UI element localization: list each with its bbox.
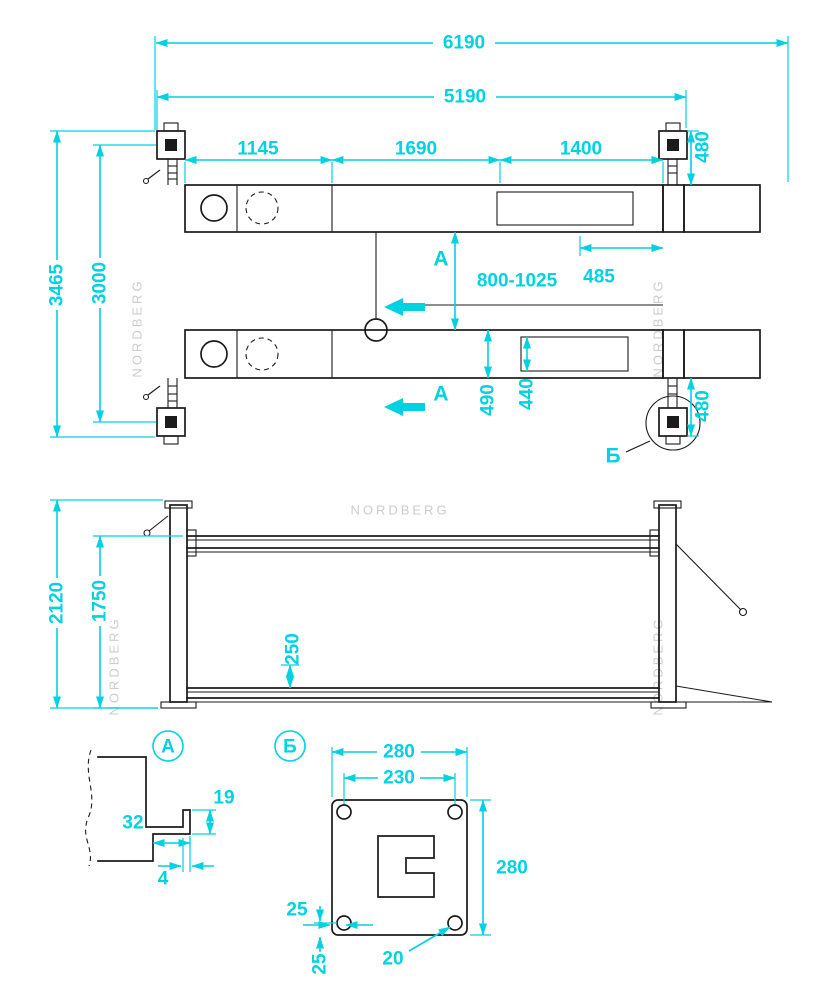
detail-a: А 19 32 4 — [85, 730, 235, 890]
dim-hole-offset-x: 25 — [286, 900, 308, 921]
dim-hook-height: 19 — [213, 788, 234, 809]
section-letter: А — [433, 248, 448, 271]
watermark-text: NORDBERG — [651, 616, 666, 715]
post-top-left — [142, 122, 186, 185]
section-arrow-icon — [384, 298, 425, 316]
dim-post-width: 3000 — [90, 262, 111, 304]
dim-runway-gap: 800-1025 — [477, 271, 558, 292]
dim-segment-1: 1145 — [237, 139, 279, 160]
dim-overall-width: 3465 — [47, 263, 68, 306]
post-bottom-right — [625, 378, 701, 453]
dim-hole-spacing: 230 — [383, 768, 415, 789]
dim-plate-thickness: 4 — [158, 869, 169, 890]
dim-plate-width: 280 — [383, 742, 415, 763]
dim-platform-height: 1750 — [90, 580, 111, 622]
detail-a-badge — [152, 730, 184, 762]
side-view-linework — [143, 500, 773, 709]
dim-slot-width: 440 — [517, 378, 538, 410]
dim-hole-offset-y: 25 — [310, 953, 331, 975]
top-view-dimensions: 6190 5190 1145 1690 1400 3465 3000 480 4… — [46, 33, 789, 468]
dim-extension-top: 480 — [693, 131, 714, 163]
dim-slot-offset: 485 — [583, 267, 615, 288]
dim-segment-2: 1690 — [395, 139, 437, 160]
detail-b: Б 280 230 280 25 25 20 — [274, 730, 528, 975]
watermark-text: NORDBERG — [130, 278, 145, 377]
section-arrow-icon — [384, 398, 425, 416]
dim-hole-size: 20 — [382, 949, 403, 970]
post-bottom-left — [142, 378, 186, 445]
dim-plate-height: 280 — [496, 858, 528, 879]
top-view-linework — [142, 122, 761, 453]
detail-callout-circle — [645, 395, 701, 451]
watermarks: NORDBERG NORDBERG NORDBERG NORDBERG NORD… — [107, 278, 666, 715]
watermark-text: NORDBERG — [350, 503, 449, 518]
dim-overall-length: 6190 — [443, 33, 485, 54]
watermark-text: NORDBERG — [651, 278, 666, 377]
detail-b-badge — [274, 730, 306, 762]
watermark-text: NORDBERG — [107, 616, 122, 715]
dim-extension-bottom: 480 — [693, 390, 714, 422]
detail-b-letter: Б — [283, 737, 297, 758]
section-letter: А — [433, 383, 448, 406]
dim-hook-width: 32 — [122, 813, 143, 834]
post-top-right — [658, 122, 688, 185]
detail-letter-callout: Б — [605, 445, 620, 468]
side-view-dimensions: 2120 1750 250 — [46, 499, 304, 709]
dim-runway-width: 490 — [478, 384, 499, 416]
detail-a-letter: А — [161, 737, 175, 758]
dim-overall-height: 2120 — [47, 582, 68, 624]
dim-post-span: 5190 — [444, 87, 486, 108]
dim-beam-clearance: 250 — [283, 633, 304, 665]
dim-segment-3: 1400 — [560, 139, 602, 160]
